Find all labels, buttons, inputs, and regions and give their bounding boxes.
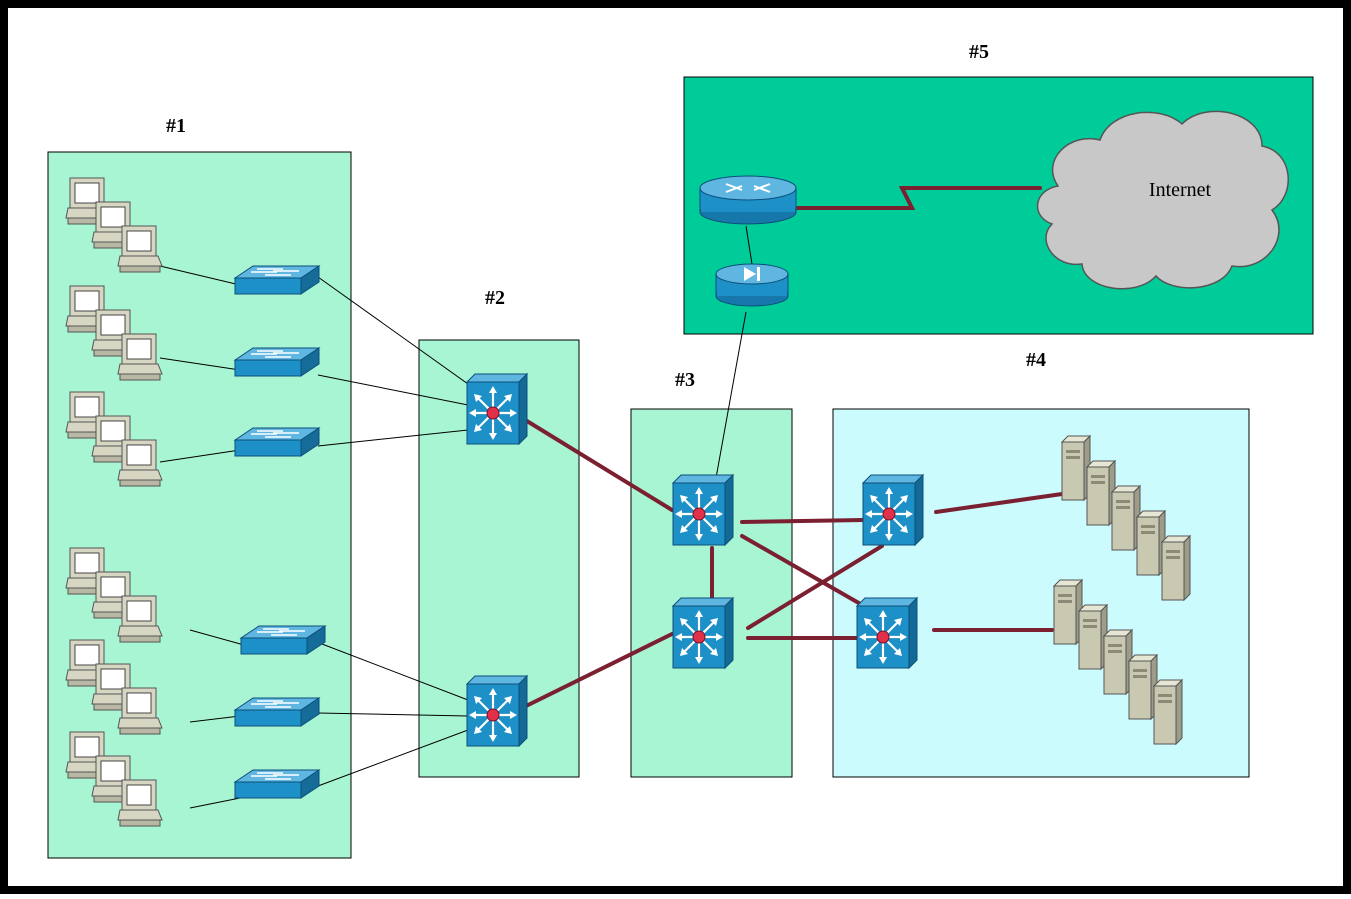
core-switch-2 <box>671 596 735 670</box>
link-switch3-dist1 <box>317 429 469 447</box>
link-core1-vpn <box>715 311 747 479</box>
link-pc-group1-switch1 <box>159 265 241 286</box>
workgroup-switch-6 <box>234 769 320 799</box>
zone-label-5: #5 <box>969 41 989 63</box>
link-dist2-core2 <box>520 632 674 710</box>
link-vpn-router <box>745 225 753 265</box>
workgroup-switch-3 <box>234 427 320 457</box>
link-switch1-dist1 <box>317 276 469 385</box>
zone-label-2: #2 <box>485 287 505 309</box>
link-core1-server-switch2 <box>740 534 866 608</box>
internet-label: Internet <box>1149 179 1212 201</box>
zone-label-4: #4 <box>1026 349 1046 371</box>
zone-label-1: #1 <box>166 115 186 137</box>
workgroup-switch-4 <box>240 625 326 655</box>
link-pc-group2-switch2 <box>159 357 241 371</box>
link-core2-server-switch1 <box>746 544 884 630</box>
core-switch-1 <box>671 473 735 547</box>
link-core1-server-switch1 <box>740 518 866 524</box>
vpn-concentrator <box>715 263 789 307</box>
edge-router <box>699 175 797 225</box>
link-switch5-dist2 <box>317 712 469 717</box>
link-pc-group3-switch3 <box>159 449 241 463</box>
link-dist1-core1 <box>520 416 674 512</box>
server-switch-1 <box>861 473 925 547</box>
internet-cloud <box>1036 110 1289 290</box>
link-switch6-dist2 <box>317 729 469 787</box>
zone-label-3: #3 <box>675 369 695 391</box>
workgroup-switch-2 <box>234 347 320 377</box>
link-switch2-dist1 <box>317 374 469 406</box>
trunk-links <box>520 186 1064 710</box>
server-switch-2 <box>855 596 919 670</box>
link-pc-group6-switch6 <box>189 797 241 809</box>
link-router-internet <box>796 186 1042 210</box>
workgroup-switch-5 <box>234 697 320 727</box>
link-pc-group5-switch5 <box>189 715 241 723</box>
link-pc-group4-switch4 <box>189 629 245 646</box>
access-links <box>159 225 753 809</box>
link-switch4-dist2 <box>321 643 469 701</box>
link-server-switch1-servers <box>934 492 1064 514</box>
workgroup-switch-1 <box>234 265 320 295</box>
distribution-switch-1 <box>465 372 529 446</box>
distribution-switch-2 <box>465 674 529 748</box>
